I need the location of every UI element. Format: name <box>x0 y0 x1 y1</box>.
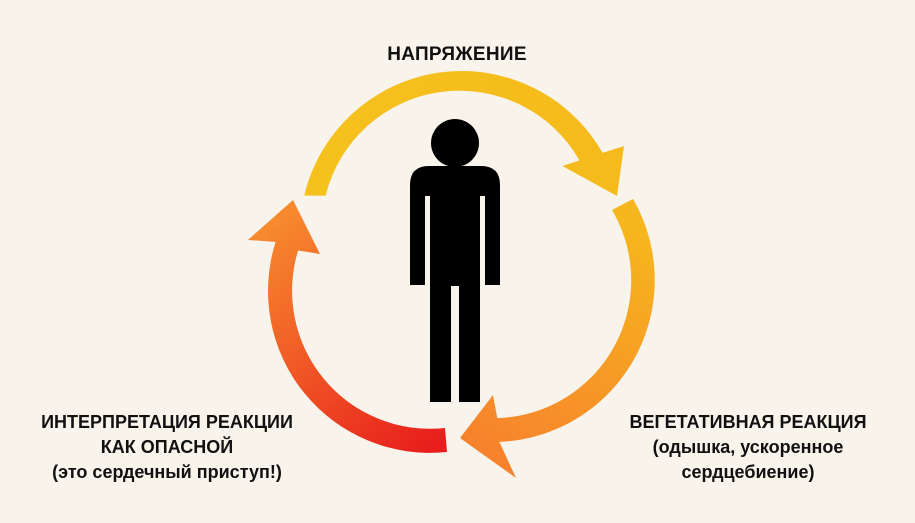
stage-label-line: НАПРЯЖЕНИЕ <box>387 44 527 65</box>
stage-label-line: КАК ОПАСНОЙ <box>100 437 234 457</box>
circular-arrows-icon <box>248 71 655 478</box>
stage-label-line: сердцебиение) <box>681 462 815 482</box>
stage-label-line: (это сердечный приступ!) <box>52 462 282 482</box>
stage-label-line: ИНТЕРПРЕТАЦИЯ РЕАКЦИИ <box>41 412 293 432</box>
arrow-right-vegetative-to-interpretation <box>460 199 655 478</box>
stage-label-line: ВЕГЕТАТИВНАЯ РЕАКЦИЯ <box>629 412 867 432</box>
stage-label-interpretation: ИНТЕРПРЕТАЦИЯ РЕАКЦИИ КАК ОПАСНОЙ (это с… <box>6 410 328 485</box>
arrow-left-interpretation-to-tension <box>248 200 447 453</box>
stage-label-tension: НАПРЯЖЕНИЕ <box>307 42 607 67</box>
person-head <box>431 119 479 167</box>
person-silhouette-icon <box>410 119 500 402</box>
person-body <box>410 166 500 402</box>
stage-label-vegetative-reaction: ВЕГЕТАТИВНАЯ РЕАКЦИЯ (одышка, ускоренное… <box>592 410 904 485</box>
stage-label-line: (одышка, ускоренное <box>652 437 844 457</box>
arrow-top-tension-to-vegetative <box>304 71 624 196</box>
